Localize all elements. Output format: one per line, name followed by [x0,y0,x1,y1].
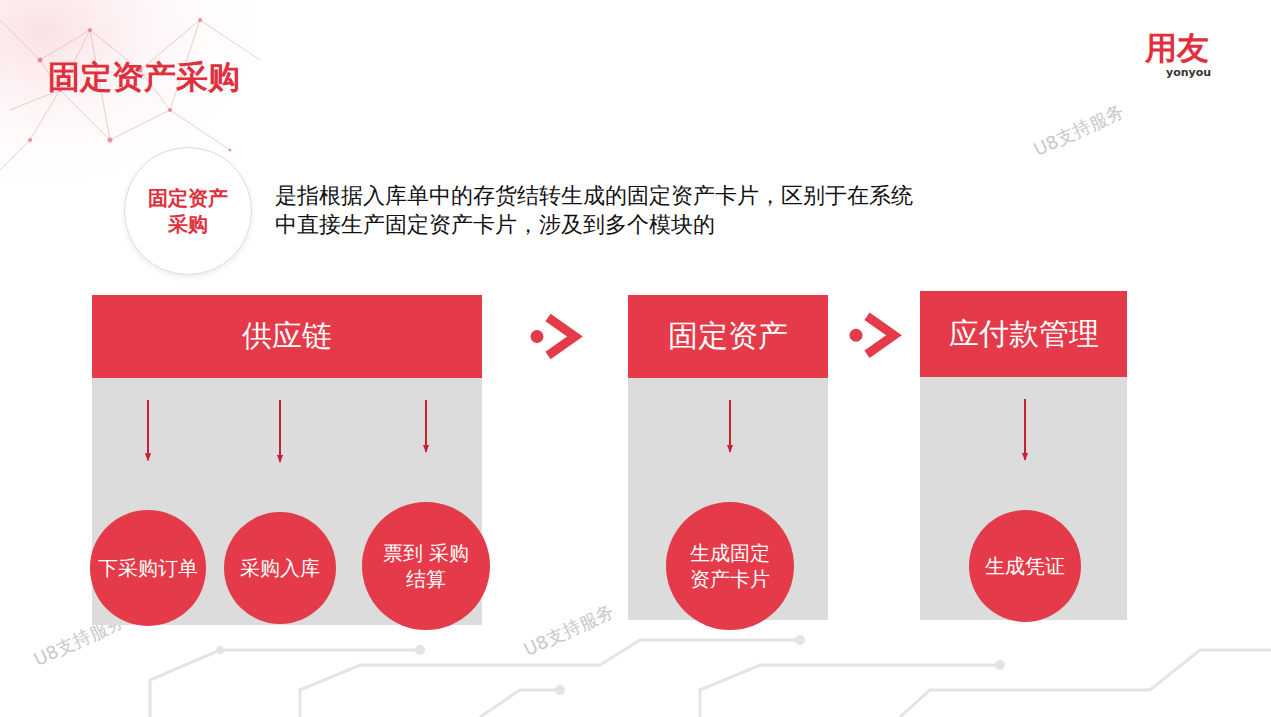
node-text: 固定资产 采购 [136,185,240,237]
topic-circle: 固定资产 采购 [124,147,252,275]
arrow-line [1024,399,1026,460]
step-circle: 下采购订单 [90,510,205,625]
module-panel: 应付款管理生成凭证 [920,291,1127,620]
step-arrow [280,400,281,462]
chevron-dot [531,330,544,343]
module-panel: 供应链下采购订单 采购入库 票到 采购结算 [92,295,482,625]
step-arrow [425,400,426,452]
panel-title: 供应链 [242,316,332,357]
arrow-line [147,400,149,460]
node-text: 生成凭证 [985,553,1065,579]
network-lines [0,20,260,170]
step-arrow [1025,399,1026,460]
arrow-line [279,400,281,462]
logo-text: 用友 [1145,28,1209,70]
arrow-line [425,400,427,452]
step-circle: 票到 采购结算 [362,502,490,630]
arrow-line [729,400,731,452]
panel-title: 应付款管理 [949,314,1099,355]
description-text: 是指根据入库单中的存货结转生成的固定资产卡片，区别于在系统中直接生产固定资产卡片… [275,182,923,239]
page-title: 固定资产采购 [48,56,240,100]
chevron-head [867,316,894,354]
panel-header: 应付款管理 [920,291,1127,377]
node-text: 票到 采购结算 [374,540,478,592]
node-text: 采购入库 [240,555,320,581]
step-circle: 生成凭证 [969,510,1081,622]
panel-header: 固定资产 [628,295,828,378]
node-text: 生成固定 资产卡片 [678,540,782,592]
step-arrow [729,400,730,452]
corner-glow [0,0,420,300]
panel-header: 供应链 [92,295,482,378]
module-panel: 固定资产生成固定 资产卡片 [628,295,828,620]
chevron-head [548,318,575,356]
flow-chevron [531,318,576,356]
circuit-lines [150,640,1271,717]
flow-chevron [850,316,895,354]
step-arrow [148,400,149,460]
logo-subtext: yonyou [1166,66,1211,80]
watermark: U8支持服务 [1030,99,1127,161]
step-circle: 采购入库 [224,512,336,624]
node-text: 下采购订单 [98,555,198,581]
watermark: U8支持服务 [520,599,617,661]
chevron-dot [850,329,863,342]
step-circle: 生成固定 资产卡片 [666,502,794,630]
panel-title: 固定资产 [668,316,788,357]
circuit-pads [216,635,1005,695]
